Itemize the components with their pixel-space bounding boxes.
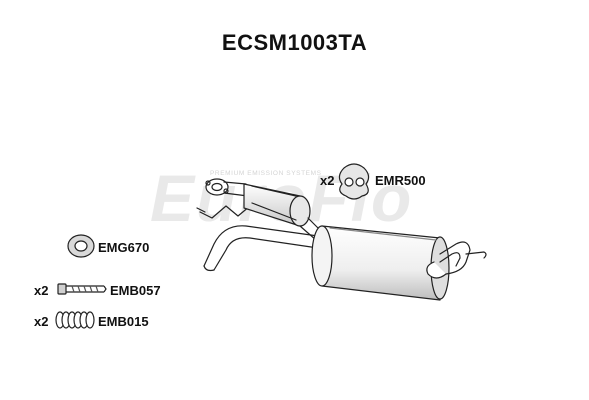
spring-icon	[55, 311, 95, 329]
gasket-code: EMG670	[98, 240, 150, 255]
bracket-wire	[199, 205, 251, 219]
rear-silencer	[311, 225, 450, 301]
spring-qty: x2	[34, 314, 49, 329]
tailpipe	[439, 241, 471, 275]
mount-code: EMR500	[375, 173, 426, 188]
front-flange	[205, 178, 229, 196]
bolt-qty: x2	[34, 283, 49, 298]
rubber-mount-icon	[338, 163, 370, 200]
spring-code: EMB015	[98, 314, 149, 329]
gasket-icon	[67, 234, 95, 258]
watermark-tagline: PREMIUM EMISSION SYSTEMS	[210, 170, 322, 177]
part-number-title: ECSM1003TA	[221, 30, 368, 55]
bolt-icon	[57, 283, 107, 295]
rear-downpipe	[203, 225, 319, 271]
bolt-code: EMB057	[110, 283, 161, 298]
hanger-rod	[465, 251, 487, 259]
mount-qty: x2	[320, 173, 335, 188]
catalytic-converter	[243, 183, 311, 227]
exhaust-assembly	[196, 178, 487, 301]
